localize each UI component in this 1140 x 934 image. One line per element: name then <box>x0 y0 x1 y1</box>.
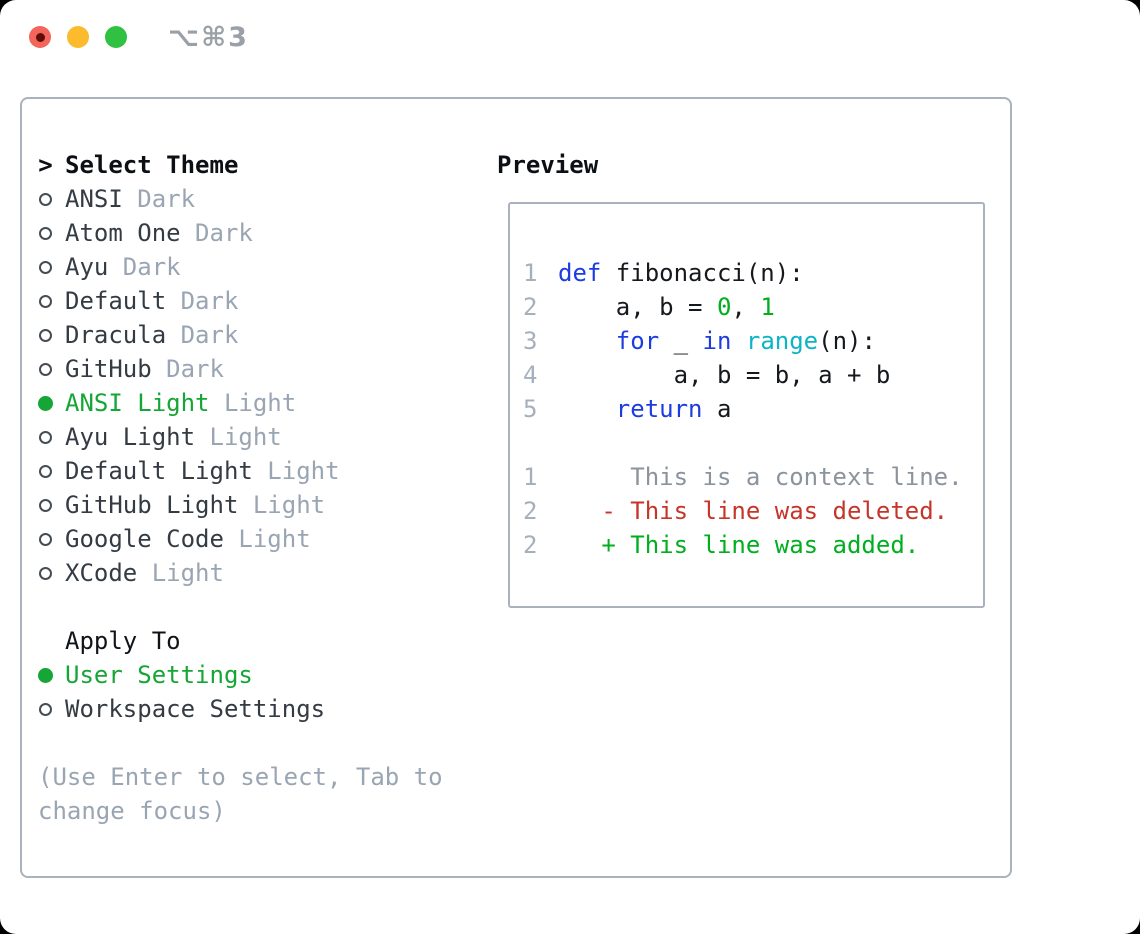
code-text: for _ in range(n): <box>615 327 876 355</box>
apply-to-header: Apply To <box>38 624 443 658</box>
apply-to-title: Apply To <box>65 627 181 655</box>
line-number: 1 <box>523 463 538 491</box>
option-label: Workspace Settings <box>65 695 326 723</box>
select-theme-title: Select Theme <box>65 151 239 179</box>
code-line: 2 - This line was deleted. <box>523 494 963 528</box>
preview-title: Preview <box>497 151 599 179</box>
option-label: Dracula Dark <box>65 321 239 349</box>
code-text: - This line was deleted. <box>558 497 949 525</box>
theme-option[interactable]: Google Code Light <box>38 522 443 556</box>
zoom-button[interactable] <box>105 26 127 48</box>
minimize-button[interactable] <box>67 26 89 48</box>
prompt-icon: > <box>38 151 53 179</box>
theme-option[interactable]: Ayu Light Light <box>38 420 443 454</box>
code-line: 2 + This line was added. <box>523 528 963 562</box>
option-label: GitHub Light Light <box>65 491 326 519</box>
radio-selected-icon <box>38 667 53 683</box>
theme-option[interactable]: Dracula Dark <box>38 318 443 352</box>
radio-icon <box>38 532 53 546</box>
radio-icon <box>38 430 53 444</box>
line-number: 3 <box>523 327 538 355</box>
radio-selected-icon <box>38 395 53 411</box>
option-label: Ayu Light Light <box>65 423 282 451</box>
radio-icon <box>38 260 53 274</box>
code-line: 5 return a <box>523 392 963 426</box>
option-label: Ayu Dark <box>65 253 181 281</box>
line-number: 5 <box>523 395 538 423</box>
radio-icon <box>38 498 53 512</box>
traffic-lights <box>29 26 127 48</box>
code-line: 1 def fibonacci(n): <box>523 256 963 290</box>
code-text: return a <box>615 395 732 423</box>
theme-option[interactable]: GitHub Light Light <box>38 488 443 522</box>
code-text: a, b = 0, 1 <box>558 293 775 321</box>
hint-text: (Use Enter to select, Tab to change focus… <box>38 760 443 828</box>
select-theme-header: > Select Theme <box>38 148 443 182</box>
window-title: ⌥⌘3 <box>168 22 249 53</box>
theme-option[interactable]: Ayu Dark <box>38 250 443 284</box>
code-text: This is a context line. <box>558 463 963 491</box>
radio-icon <box>38 702 53 716</box>
unsaved-dot-icon <box>35 32 45 42</box>
code-line: 1 This is a context line. <box>523 460 963 494</box>
titlebar: ⌥⌘3 <box>0 0 1140 74</box>
apply-to-option[interactable]: User Settings <box>38 658 443 692</box>
radio-icon <box>38 362 53 376</box>
theme-option[interactable]: Default Dark <box>38 284 443 318</box>
spacer <box>38 726 443 760</box>
code-text: a, b = b, a + b <box>558 361 891 389</box>
option-label: XCode Light <box>65 559 224 587</box>
theme-option[interactable]: GitHub Dark <box>38 352 443 386</box>
code-text: + This line was added. <box>558 531 920 559</box>
line-number: 2 <box>523 531 538 559</box>
hint-line: (Use Enter to select, Tab to <box>38 763 443 791</box>
radio-icon <box>38 566 53 580</box>
option-label: Atom One Dark <box>65 219 253 247</box>
option-label: ANSI Dark <box>65 185 196 213</box>
theme-option[interactable]: ANSI Dark <box>38 182 443 216</box>
option-label: Google Code Light <box>65 525 311 553</box>
code-line <box>523 426 963 460</box>
option-label: Default Dark <box>65 287 239 315</box>
radio-icon <box>38 328 53 342</box>
theme-option[interactable]: Atom One Dark <box>38 216 443 250</box>
apply-to-option[interactable]: Workspace Settings <box>38 692 443 726</box>
code-line: 3 for _ in range(n): <box>523 324 963 358</box>
option-label: User Settings <box>65 661 253 689</box>
theme-option[interactable]: ANSI Light Light <box>38 386 443 420</box>
spacer <box>38 590 443 624</box>
radio-icon <box>38 464 53 478</box>
option-label: GitHub Dark <box>65 355 224 383</box>
option-label: Default Light Light <box>65 457 340 485</box>
radio-icon <box>38 192 53 206</box>
close-button[interactable] <box>29 26 51 48</box>
radio-icon <box>38 226 53 240</box>
code-line: 4 a, b = b, a + b <box>523 358 963 392</box>
line-number: 2 <box>523 293 538 321</box>
code-line: 2 a, b = 0, 1 <box>523 290 963 324</box>
option-label: ANSI Light Light <box>65 389 297 417</box>
line-number: 2 <box>523 497 538 525</box>
radio-icon <box>38 294 53 308</box>
line-number: 4 <box>523 361 538 389</box>
code-text: def fibonacci(n): <box>558 259 804 287</box>
theme-option[interactable]: Default Light Light <box>38 454 443 488</box>
line-number: 1 <box>523 259 538 287</box>
hint-line: change focus) <box>38 797 226 825</box>
theme-option[interactable]: XCode Light <box>38 556 443 590</box>
